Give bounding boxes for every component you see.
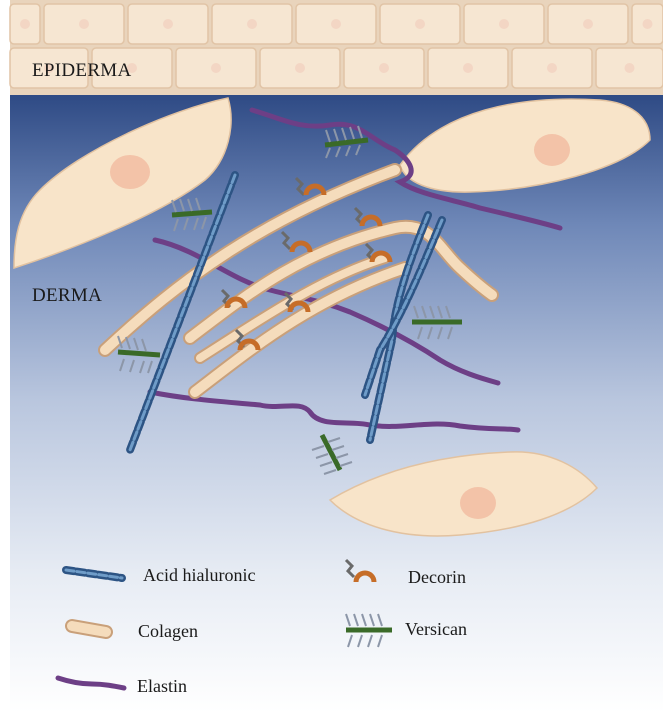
epidermis-nucleus-icon xyxy=(211,63,221,73)
epidermis-nucleus-icon xyxy=(463,63,473,73)
dermis-label: DERMA xyxy=(32,285,102,307)
legend-label-hyaluronic-acid: Acid hialuronic xyxy=(143,565,255,586)
nucleus-icon xyxy=(534,134,570,166)
epidermis-nucleus-icon xyxy=(499,19,509,29)
epidermis-nucleus-icon xyxy=(247,19,257,29)
epidermis-nucleus-icon xyxy=(625,63,635,73)
epidermis-nucleus-icon xyxy=(415,19,425,29)
epidermis-nucleus-icon xyxy=(331,19,341,29)
epidermis-nucleus-icon xyxy=(643,19,653,29)
epidermis-nucleus-icon xyxy=(379,63,389,73)
epidermis-nucleus-icon xyxy=(20,19,30,29)
legend-label-elastin: Elastin xyxy=(137,676,187,697)
epidermis-nucleus-icon xyxy=(295,63,305,73)
epidermis-nucleus-icon xyxy=(583,19,593,29)
epidermis-nucleus-icon xyxy=(163,19,173,29)
epidermis-nucleus-icon xyxy=(79,19,89,29)
nucleus-icon xyxy=(110,155,150,189)
legend-label-decorin: Decorin xyxy=(408,567,466,588)
legend-label-versican: Versican xyxy=(405,619,467,640)
legend-label-collagen: Colagen xyxy=(138,621,198,642)
collagen-legend-icon xyxy=(72,626,106,632)
nucleus-icon xyxy=(460,487,496,519)
epidermis-nucleus-icon xyxy=(547,63,557,73)
epidermis-label: EPIDERMA xyxy=(32,60,132,82)
